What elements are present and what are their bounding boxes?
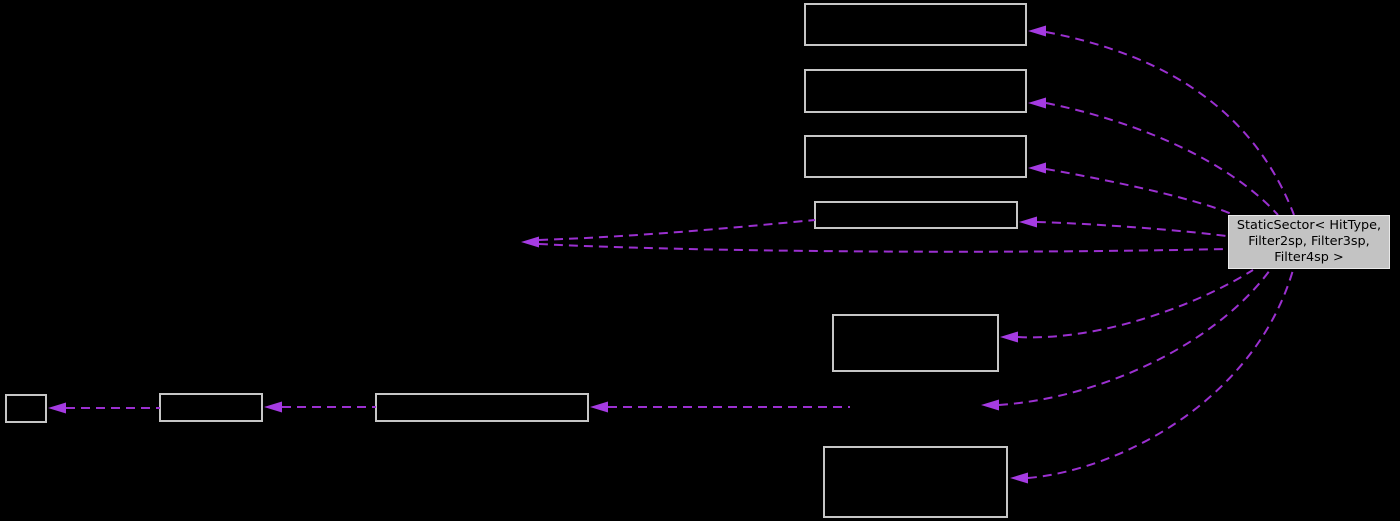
edge-main-to-top-2 — [1045, 102, 1279, 216]
class-node-top-3[interactable] — [804, 135, 1027, 178]
edge-main-to-top-1 — [1045, 31, 1295, 216]
edge-main-to-mid — [1036, 221, 1227, 237]
class-node-top-2[interactable] — [804, 69, 1027, 113]
edge-main-to-hidden-left-arrowhead-icon — [521, 236, 539, 248]
class-node-mid[interactable] — [814, 201, 1018, 229]
class-node-top-1[interactable] — [804, 3, 1027, 46]
edge-main-to-right-mid-arrowhead-icon — [1000, 331, 1018, 343]
edge-chain-mid-to-left-arrowhead-icon — [48, 402, 66, 414]
edge-main-to-bottom — [1027, 269, 1294, 479]
class-node-chain-right[interactable] — [375, 393, 589, 422]
main-class-label-line-3: Filter4sp > — [1274, 250, 1344, 265]
class-node-chain-left[interactable] — [5, 394, 47, 423]
edge-main-to-top-3 — [1045, 168, 1235, 216]
edge-chain-right-to-mid-arrowhead-icon — [264, 401, 282, 413]
main-class-node: StaticSector< HitType, Filter2sp, Filter… — [1228, 215, 1390, 269]
edge-main-to-hidden-left — [538, 243, 1227, 253]
edge-hidden-to-chain-right-arrowhead-icon — [590, 401, 608, 413]
class-node-chain-mid[interactable] — [159, 393, 263, 422]
edge-main-to-top-3-arrowhead-icon — [1028, 162, 1046, 174]
main-class-label-line-1: StaticSector< HitType, — [1236, 218, 1382, 233]
edge-main-to-hidden-mid-arrowhead-icon — [981, 399, 999, 411]
edge-main-to-hidden-mid — [998, 269, 1271, 406]
edge-main-to-mid-arrowhead-icon — [1019, 216, 1037, 228]
edge-mid-to-hidden-left — [538, 219, 816, 241]
class-node-right-mid[interactable] — [832, 314, 999, 372]
edge-main-to-bottom-arrowhead-icon — [1010, 472, 1028, 484]
main-class-label-line-2: Filter2sp, Filter3sp, — [1248, 234, 1370, 249]
edge-main-to-right-mid — [1017, 269, 1254, 339]
edge-main-to-top-2-arrowhead-icon — [1028, 97, 1046, 109]
edge-main-to-top-1-arrowhead-icon — [1028, 25, 1046, 37]
class-node-bottom[interactable] — [823, 446, 1008, 518]
